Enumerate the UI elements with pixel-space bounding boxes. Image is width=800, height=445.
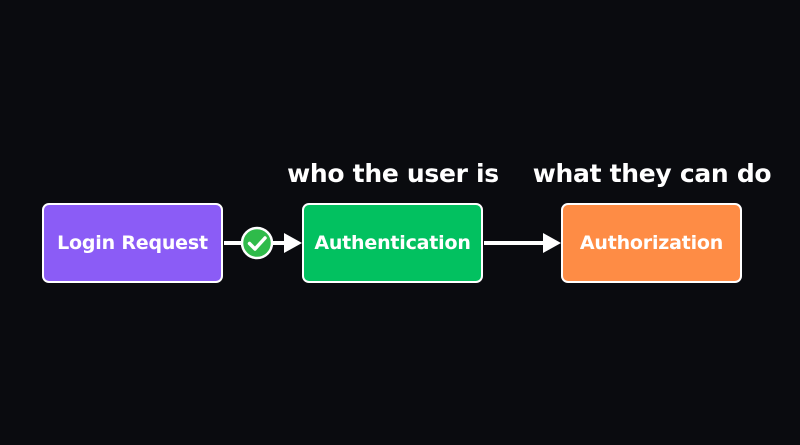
authentication-caption: who the user is (287, 159, 499, 188)
arrowhead-icon (543, 233, 561, 253)
authorization-label: Authorization (579, 232, 724, 254)
authorization-caption: what they can do (532, 159, 772, 188)
authentication-label: Authentication (314, 232, 471, 254)
edge-auth-to-authz (484, 233, 561, 253)
arrowhead-icon (284, 233, 302, 253)
authorization-node: Authorization (561, 203, 742, 283)
check-badge (240, 226, 274, 260)
login-request-node: Login Request (42, 203, 223, 283)
check-icon (247, 236, 267, 251)
login-request-label: Login Request (57, 232, 208, 254)
authentication-node: Authentication (302, 203, 483, 283)
check-badge-circle (240, 226, 274, 260)
